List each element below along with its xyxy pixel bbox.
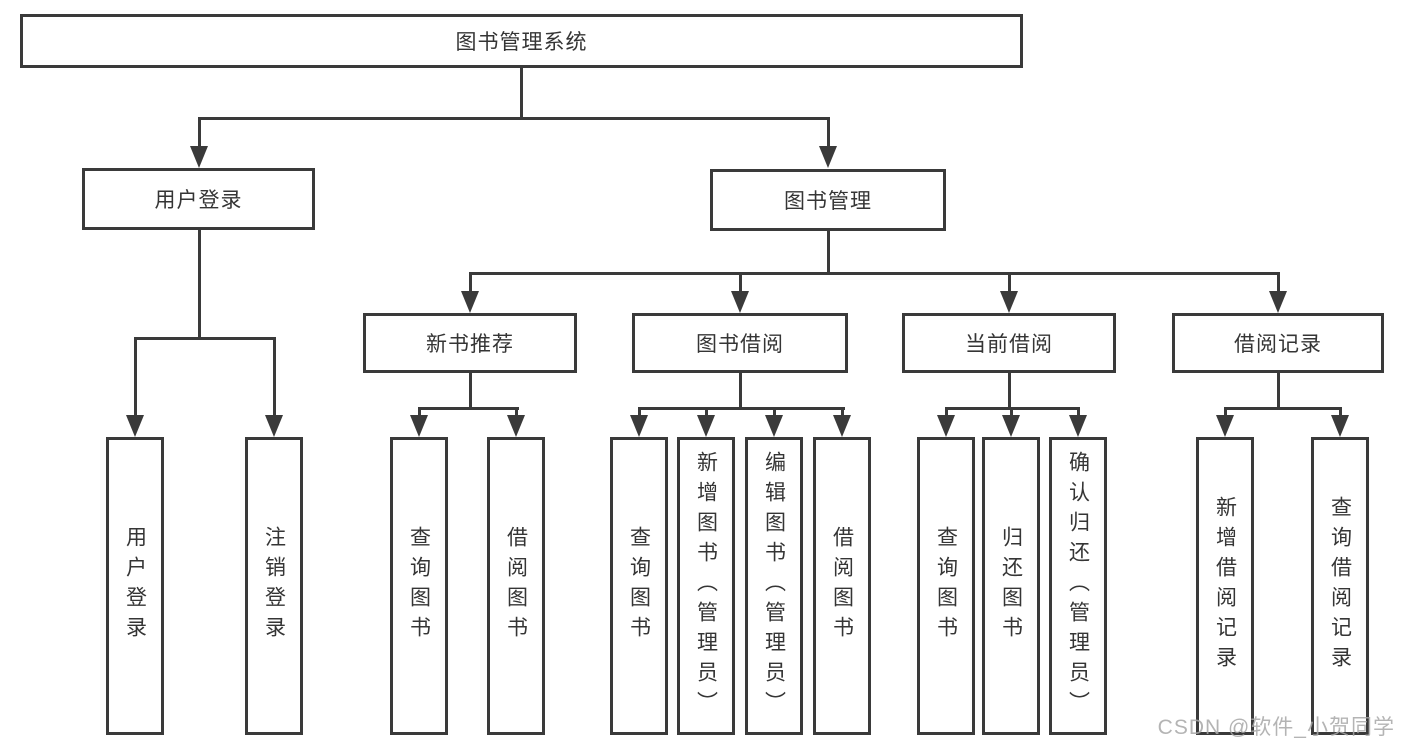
node-label: 用户登录 [154, 189, 243, 212]
leaf-label: 查询图书 [407, 526, 431, 646]
tree-edge [738, 373, 742, 407]
tree-edge [637, 407, 845, 410]
leaf-query-books-current: 查询图书 [917, 437, 975, 735]
tree-edge [738, 272, 742, 293]
tree-edge [197, 117, 201, 148]
tree-edge [826, 231, 830, 272]
node-root: 图书管理系统 [20, 14, 1023, 68]
node-user-login: 用户登录 [82, 168, 315, 230]
arrow-down-icon [1269, 291, 1287, 313]
tree-edge [772, 407, 776, 417]
tree-edge [1276, 272, 1280, 293]
tree-edge [1007, 272, 1011, 293]
leaf-logout: 注销登录 [245, 437, 303, 735]
arrow-down-icon [410, 415, 428, 437]
leaf-label: 新增图书（管理员） [694, 451, 718, 721]
leaf-label: 确认归还（管理员） [1066, 451, 1090, 721]
leaf-edit-book-admin: 编辑图书（管理员） [745, 437, 803, 735]
arrow-down-icon [126, 415, 144, 437]
tree-edge [637, 407, 641, 417]
tree-edge [133, 337, 276, 340]
leaf-query-books-borrowing: 查询图书 [610, 437, 668, 735]
leaf-user-login: 用户登录 [106, 437, 164, 735]
arrow-down-icon [697, 415, 715, 437]
node-label: 图书借阅 [696, 333, 784, 356]
arrow-down-icon [1331, 415, 1349, 437]
tree-edge [1276, 373, 1280, 407]
leaf-label: 新增借阅记录 [1213, 496, 1237, 676]
leaf-label: 注销登录 [262, 526, 286, 646]
tree-edge [1223, 407, 1342, 410]
tree-edge [1009, 407, 1013, 417]
node-label: 借阅记录 [1234, 333, 1322, 356]
arrow-down-icon [937, 415, 955, 437]
tree-edge [944, 407, 948, 417]
arrow-down-icon [461, 291, 479, 313]
tree-edge [520, 68, 523, 117]
arrow-down-icon [1000, 291, 1018, 313]
tree-edge [272, 337, 276, 417]
tree-edge [197, 230, 201, 337]
leaf-label: 查询借阅记录 [1328, 496, 1352, 676]
arrow-down-icon [630, 415, 648, 437]
leaf-label: 查询图书 [934, 526, 958, 646]
leaf-query-books-recommend: 查询图书 [390, 437, 448, 735]
arrow-down-icon [1002, 415, 1020, 437]
tree-edge [133, 337, 137, 417]
tree-edge [840, 407, 844, 417]
tree-edge [468, 272, 1280, 275]
leaf-borrow-books: 借阅图书 [813, 437, 871, 735]
node-new-book-recommend: 新书推荐 [363, 313, 577, 373]
arrow-down-icon [833, 415, 851, 437]
arrow-down-icon [819, 146, 837, 168]
leaf-borrow-books-recommend: 借阅图书 [487, 437, 545, 735]
tree-edge [1007, 373, 1011, 407]
leaf-label: 编辑图书（管理员） [762, 451, 786, 721]
node-label: 图书管理 [784, 190, 872, 213]
node-root-label: 图书管理系统 [455, 31, 588, 54]
node-label: 当前借阅 [965, 333, 1053, 356]
tree-edge [417, 407, 519, 410]
leaf-label: 用户登录 [123, 526, 147, 646]
node-current-borrowing: 当前借阅 [902, 313, 1116, 373]
arrow-down-icon [1069, 415, 1087, 437]
leaf-add-book-admin: 新增图书（管理员） [677, 437, 735, 735]
csdn-watermark: CSDN @软件_小贺同学 [1157, 716, 1395, 739]
arrow-down-icon [265, 415, 283, 437]
tree-edge [1338, 407, 1342, 417]
node-book-borrowing: 图书借阅 [632, 313, 848, 373]
leaf-return-book: 归还图书 [982, 437, 1040, 735]
tree-edge [826, 117, 830, 148]
arrow-down-icon [1216, 415, 1234, 437]
leaf-label: 查询图书 [627, 526, 651, 646]
tree-edge [1076, 407, 1080, 417]
node-book-management: 图书管理 [710, 169, 946, 231]
leaf-label: 归还图书 [999, 526, 1023, 646]
leaf-confirm-return-admin: 确认归还（管理员） [1049, 437, 1107, 735]
tree-edge [468, 373, 472, 407]
arrow-down-icon [731, 291, 749, 313]
leaf-add-borrow-record: 新增借阅记录 [1196, 437, 1254, 735]
node-borrowing-records: 借阅记录 [1172, 313, 1384, 373]
arrow-down-icon [190, 146, 208, 168]
tree-edge [197, 117, 830, 120]
tree-edge [704, 407, 708, 417]
arrow-down-icon [765, 415, 783, 437]
tree-edge [468, 272, 472, 293]
leaf-label: 借阅图书 [504, 526, 528, 646]
leaf-query-borrow-record: 查询借阅记录 [1311, 437, 1369, 735]
tree-edge [514, 407, 518, 417]
node-label: 新书推荐 [426, 333, 514, 356]
leaf-label: 借阅图书 [830, 526, 854, 646]
tree-edge [1223, 407, 1227, 417]
tree-edge [417, 407, 421, 417]
arrow-down-icon [507, 415, 525, 437]
